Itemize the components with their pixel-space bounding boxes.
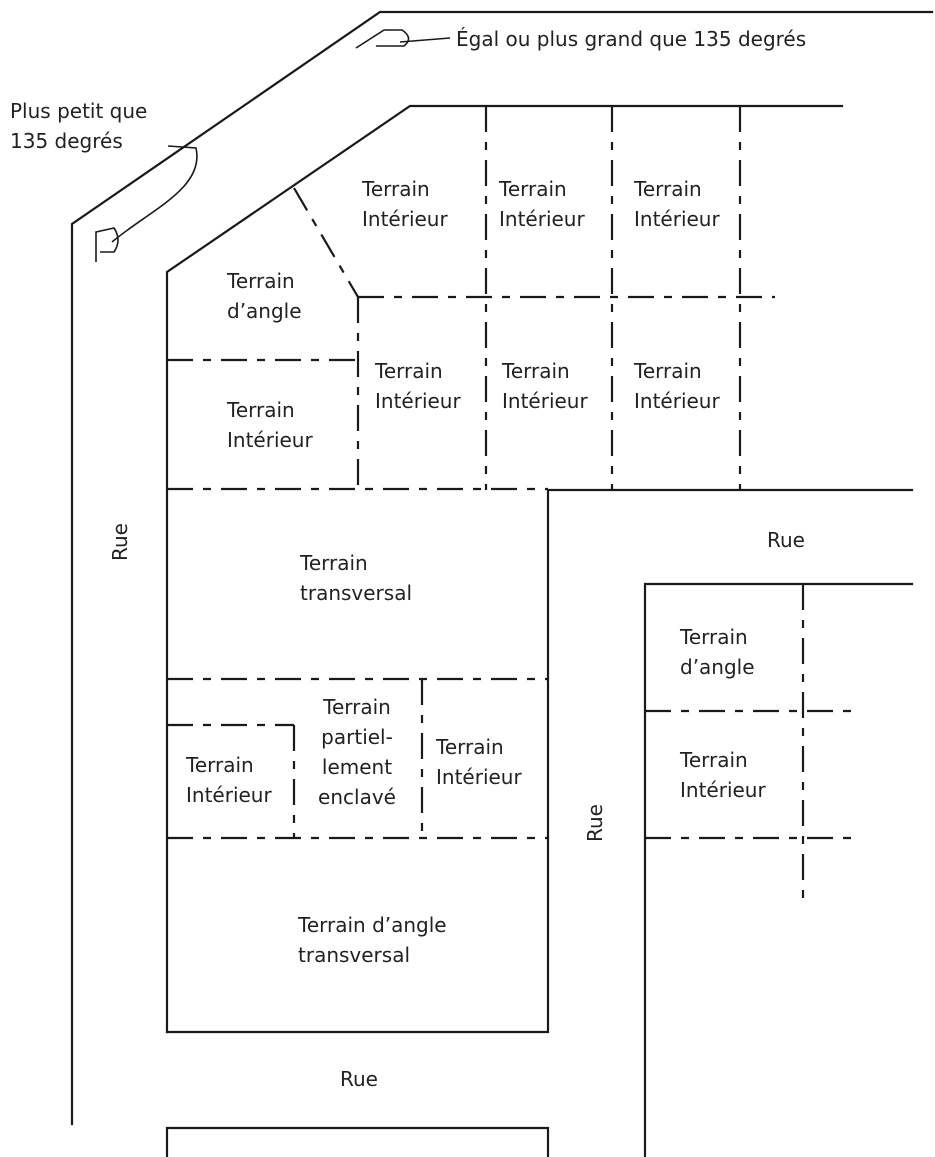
lot-label-top-interior-3: Terrain Intérieur: [634, 177, 720, 231]
street-label-middle: Rue: [582, 804, 607, 842]
lot-label-through: Terrain transversal: [300, 551, 413, 605]
lot-label-right-block-interior: Terrain Intérieur: [680, 748, 766, 802]
outer-street-line: [70, 10, 934, 1126]
leader-curve: [111, 145, 198, 243]
main-block-outline: [165, 104, 844, 1034]
street-label-left: Rue: [107, 523, 132, 561]
lot-label-corner-top: Terrain d’angle: [227, 269, 302, 323]
right-block-outline: [643, 582, 914, 1157]
lot-label-top-interior-1: Terrain Intérieur: [362, 177, 448, 231]
lot-label-top-interior-2: Terrain Intérieur: [499, 177, 585, 231]
corner-lot-diagonal: [293, 187, 359, 298]
lot-label-partially-enclosed: Terrain partiel- lement enclavé: [318, 695, 396, 809]
leader-line: [399, 37, 451, 43]
lot-label-small-interior: Terrain Intérieur: [186, 753, 272, 807]
lot-label-corner-through: Terrain d’angle transversal: [298, 913, 447, 967]
street-label-bottom: Rue: [340, 1067, 378, 1091]
lot-label-right-block-corner: Terrain d’angle: [680, 625, 755, 679]
angle-symbol-lt-135-icon: [95, 227, 119, 262]
angle-ge-135-label: Égal ou plus grand que 135 degrés: [456, 27, 807, 51]
lot-label-right-interior: Terrain Intérieur: [436, 735, 522, 789]
bottom-block-outline: [165, 1126, 550, 1157]
lot-label-mid-interior-1: Terrain Intérieur: [375, 359, 461, 413]
lot-label-left-interior: Terrain Intérieur: [227, 398, 313, 452]
main-block-lower-edge: [165, 488, 914, 1034]
angle-lt-135-label: Plus petit que 135 degrés: [10, 99, 148, 153]
angle-symbol-ge-135-icon: [355, 29, 410, 49]
street-label-right: Rue: [767, 528, 805, 552]
lot-label-mid-interior-3: Terrain Intérieur: [634, 359, 720, 413]
lot-label-mid-interior-2: Terrain Intérieur: [502, 359, 588, 413]
